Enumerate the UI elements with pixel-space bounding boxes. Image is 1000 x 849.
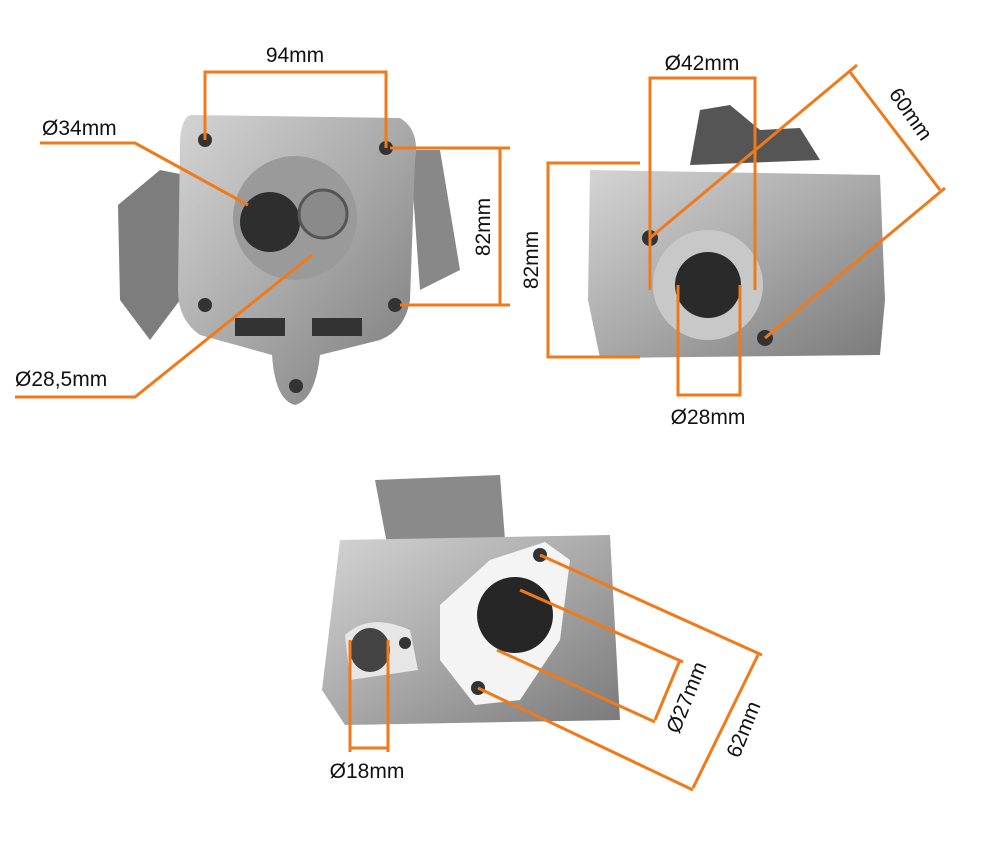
port-27-label: Ø27mm bbox=[662, 659, 711, 737]
port-28-label: Ø28mm bbox=[671, 406, 746, 429]
dimension-lines bbox=[15, 63, 946, 792]
cylinder-head-bottom-view bbox=[118, 115, 460, 405]
cylinder-head-intake-view bbox=[322, 475, 620, 725]
exhaust-valve-label: Ø28,5mm bbox=[15, 368, 107, 391]
side-height-label: 82mm bbox=[520, 231, 543, 289]
port-18-label: Ø18mm bbox=[330, 760, 405, 783]
height-label: 82mm bbox=[472, 198, 495, 256]
intake-valve-label: Ø34mm bbox=[42, 117, 117, 140]
cylinder-head-side-view bbox=[588, 105, 885, 358]
width-label: 94mm bbox=[266, 44, 324, 67]
flange-width-label: Ø42mm bbox=[665, 52, 740, 75]
diagonal-60-label: 60mm bbox=[884, 84, 936, 145]
diagonal-62-label: 62mm bbox=[722, 698, 765, 761]
